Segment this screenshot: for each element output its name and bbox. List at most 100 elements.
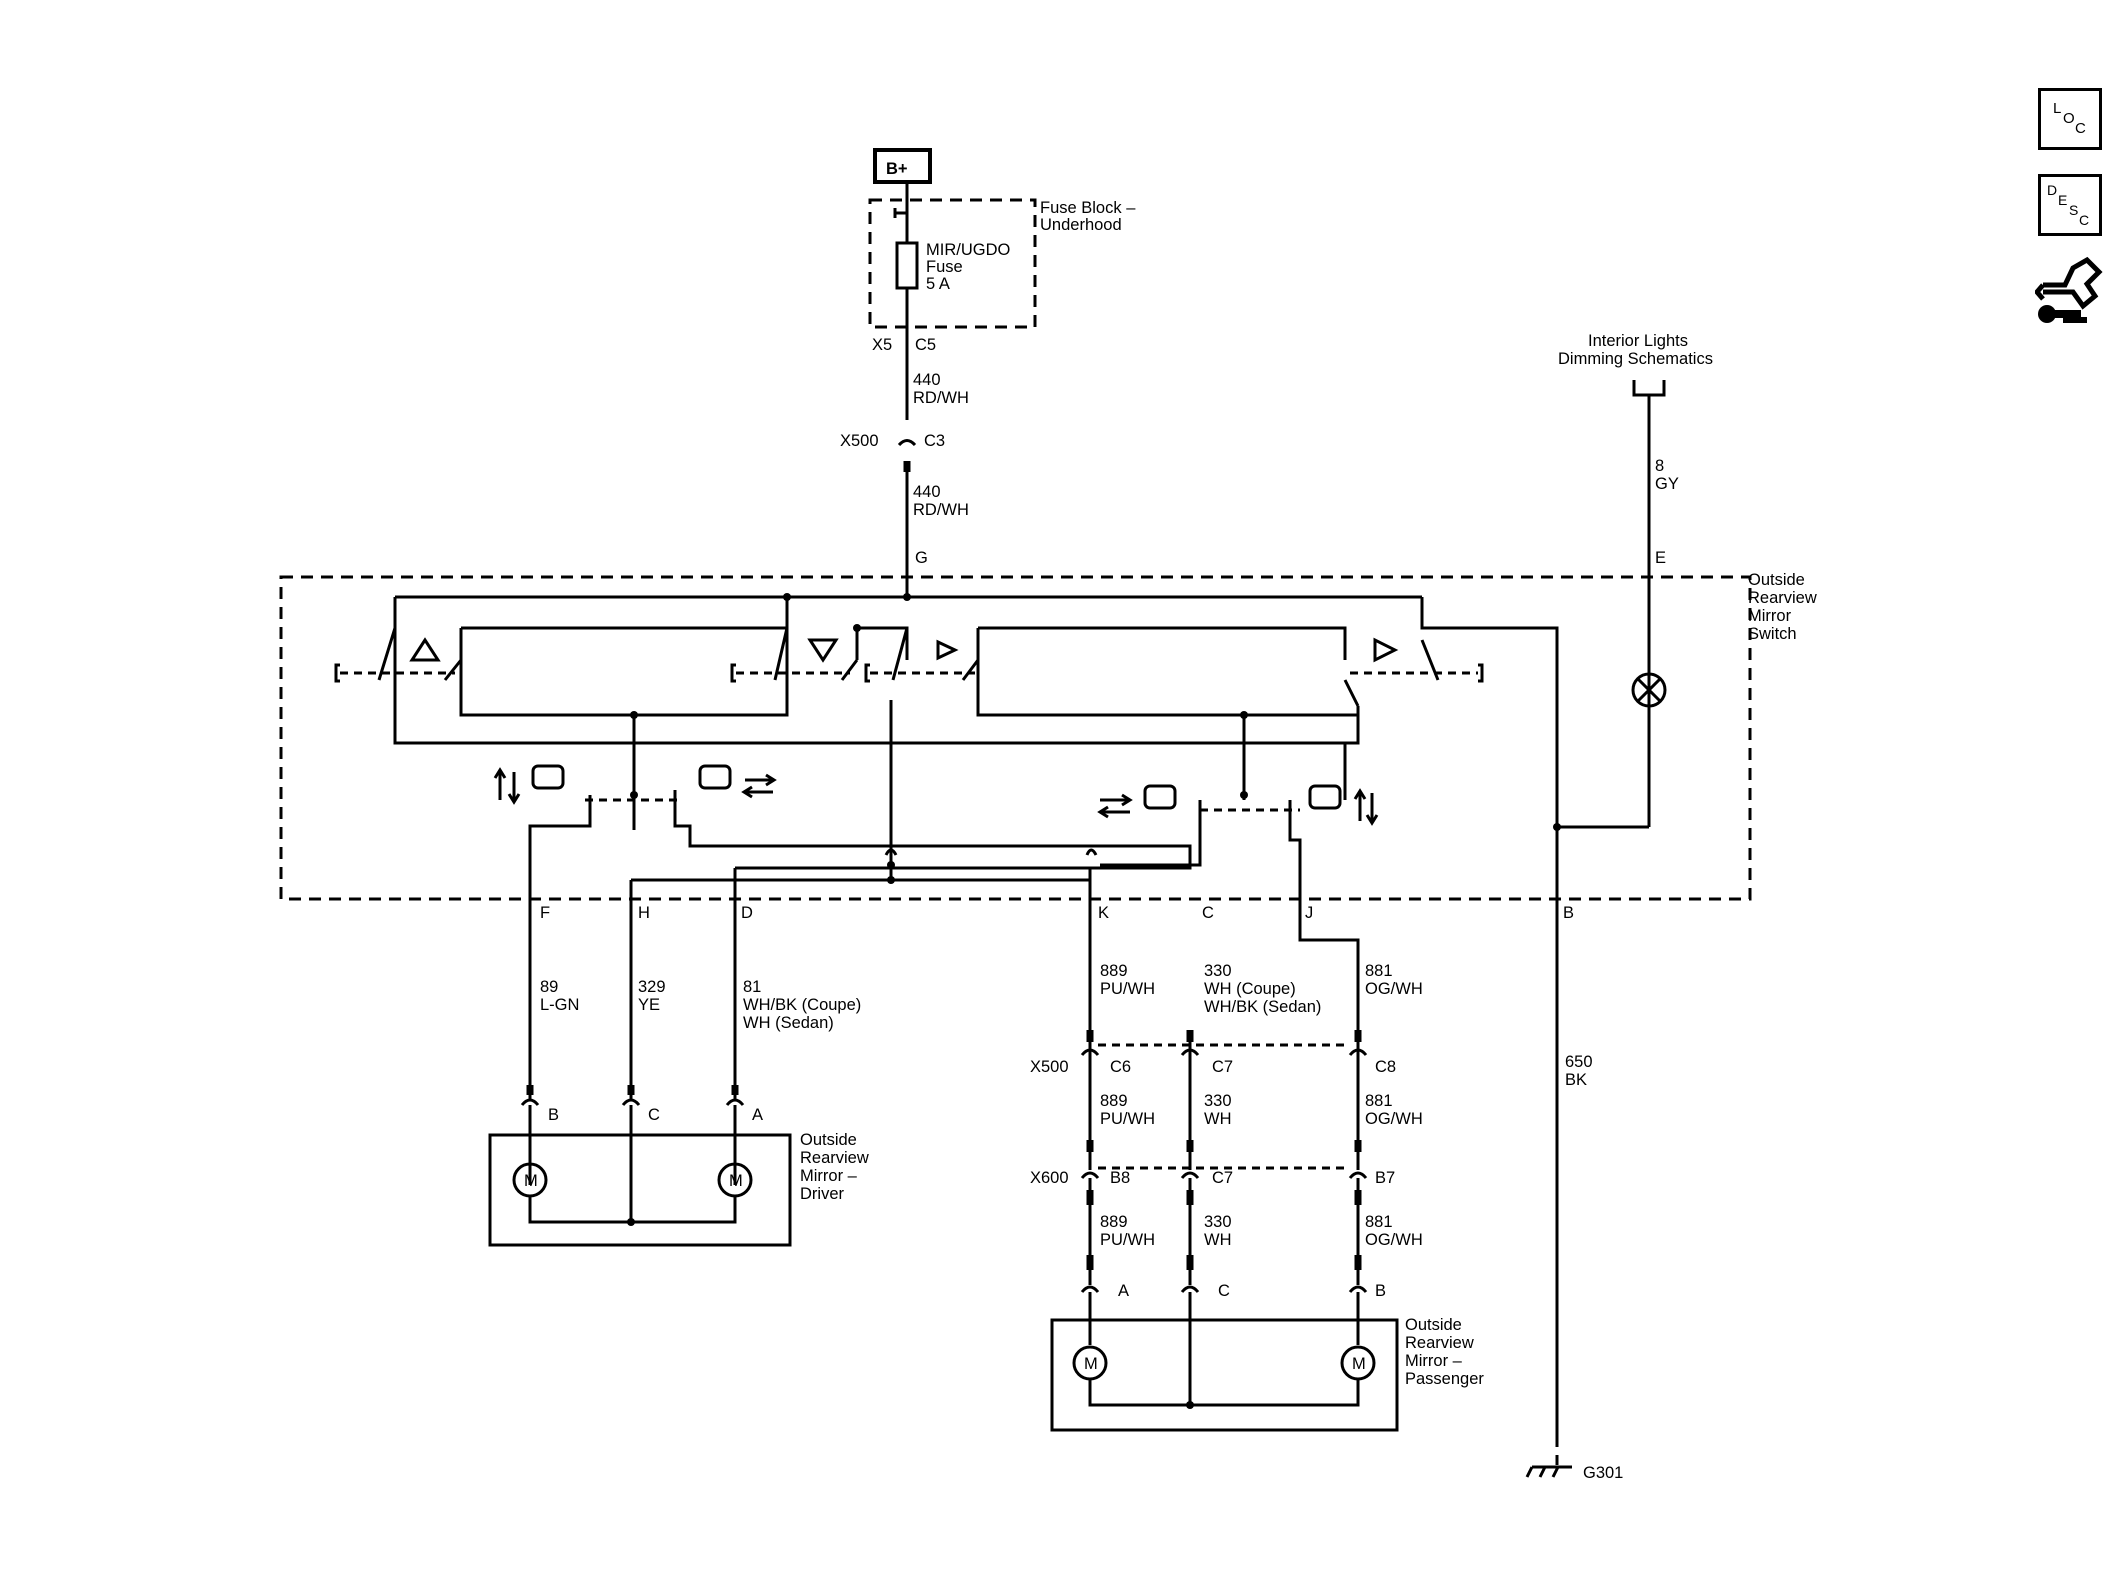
wire-label: 81 [743,978,761,996]
fuse-label: 5 A [926,275,950,293]
wire-label: GY [1655,475,1679,493]
connector-pin: A [1118,1282,1129,1300]
component-name: Driver [800,1185,845,1203]
fuse-pin: X5 [872,336,892,354]
wire-label: PU/WH [1100,1231,1155,1249]
passenger-mirror-box [1050,1318,1399,1432]
component-name: Mirror – [800,1167,858,1185]
connector-pin: C6 [1110,1058,1131,1076]
wire-label: WH/BK (Sedan) [1204,998,1321,1016]
wire-label: OG/WH [1365,1231,1423,1249]
lamp-icon [1631,672,1667,708]
wire-label: 889 [1100,1092,1128,1110]
wire-label: YE [638,996,660,1014]
dimming-label: Interior Lights [1588,332,1688,350]
fuse-block-outline [868,198,1037,329]
switch-pin: D [741,904,753,922]
desc-letter: D [2047,182,2057,198]
ground-name: G301 [1583,1464,1623,1482]
switch-pin: H [638,904,650,922]
fuse-icon [895,241,919,290]
wire-label: PU/WH [1100,980,1155,998]
battery-box [873,148,932,184]
motor-label: M [524,1172,538,1190]
power-source-label: B+ [886,160,908,178]
wire-label: OG/WH [1365,980,1423,998]
motor-label: M [729,1172,743,1190]
wire-label: 650 [1565,1053,1593,1071]
switch-pin: K [1098,904,1109,922]
fuse-block-name: Fuse Block – [1040,199,1136,217]
connector-pin: C3 [924,432,945,450]
switch-pin: C [1202,904,1214,922]
fuse-label: MIR/UGDO [926,241,1010,259]
wire-label: 330 [1204,1213,1232,1231]
desc-letter: S [2069,202,2078,218]
connector-pin: B8 [1110,1169,1130,1187]
wire-label: 889 [1100,962,1128,980]
loc-letter: L [2053,100,2061,117]
switch-name: Outside [1748,571,1805,589]
wire-label: 8 [1655,457,1664,475]
connector-wrench-icon[interactable] [2033,250,2105,332]
wire-label: WH (Sedan) [743,1014,834,1032]
switch-name: Rearview [1748,589,1817,607]
switch-pin: B [1563,904,1574,922]
fuse-label: Fuse [926,258,963,276]
component-name: Rearview [800,1149,869,1167]
switch-pin: J [1305,904,1313,922]
connector-pin: C [648,1106,660,1124]
wire-label: RD/WH [913,389,969,407]
mirror-switch-outline [279,575,1752,901]
connector-pin: C7 [1212,1058,1233,1076]
connector-name: X500 [1030,1058,1069,1076]
dimming-label: Dimming Schematics [1558,350,1713,368]
connector-pin: C [1218,1282,1230,1300]
wire-label: 881 [1365,1092,1393,1110]
component-name: Mirror – [1405,1352,1463,1370]
wire-label: 329 [638,978,666,996]
wire-label: 440 [913,483,941,501]
switch-name: Switch [1748,625,1797,643]
mirror-icon [1143,784,1177,810]
fuse-pin: C5 [915,336,936,354]
switch-name: Mirror [1748,607,1792,625]
wire-label: OG/WH [1365,1110,1423,1128]
component-name: Outside [800,1131,857,1149]
connector-pin: B [1375,1282,1386,1300]
wire-label: 330 [1204,962,1232,980]
wire-label: 440 [913,371,941,389]
mirror-icon [698,764,732,790]
desc-letter: C [2079,212,2089,228]
description-button[interactable]: D E S C [2038,174,2102,236]
connector-name: X500 [840,432,879,450]
connector-pin: C8 [1375,1058,1396,1076]
connector-pin: A [752,1106,763,1124]
switch-pin: F [540,904,550,922]
motor-label: M [1084,1355,1098,1373]
mirror-icon [1308,784,1342,810]
connector-pin: B7 [1375,1169,1395,1187]
location-button[interactable]: L O C [2038,88,2102,150]
connector-pin: B [548,1106,559,1124]
wire-label: BK [1565,1071,1587,1089]
loc-letter: C [2075,120,2086,137]
wire-label: 89 [540,978,558,996]
fuse-block-name: Underhood [1040,216,1122,234]
driver-mirror-box [488,1133,792,1247]
component-name: Outside [1405,1316,1462,1334]
connector-x500-c3 [897,439,917,447]
wire-label: PU/WH [1100,1110,1155,1128]
wire-label: 881 [1365,962,1393,980]
wire-label: 330 [1204,1092,1232,1110]
switch-pin: E [1655,549,1666,567]
wire-label: WH (Coupe) [1204,980,1296,998]
wire-label: WH [1204,1231,1232,1249]
component-name: Rearview [1405,1334,1474,1352]
loc-letter: O [2063,110,2075,127]
connector-pin: C7 [1212,1169,1233,1187]
wire-label: RD/WH [913,501,969,519]
wire-label: WH/BK (Coupe) [743,996,861,1014]
wire-label: 881 [1365,1213,1393,1231]
